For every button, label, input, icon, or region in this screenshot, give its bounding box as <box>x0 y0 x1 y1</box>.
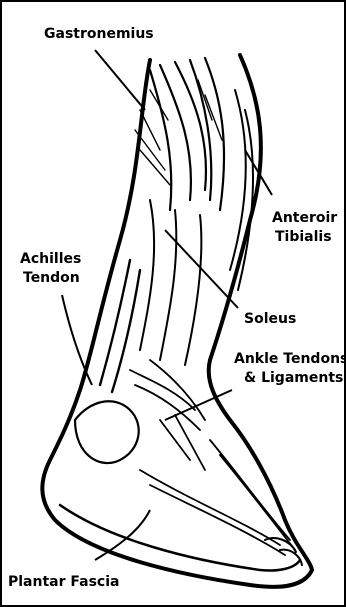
gastrocnemius-muscle <box>150 58 224 210</box>
leader-plantar <box>95 510 150 560</box>
label-ankle-line1: Ankle Tendons <box>234 351 346 367</box>
label-achilles-line1: Achilles <box>20 251 81 267</box>
label-plantar-fascia: Plantar Fascia <box>8 574 119 590</box>
label-achilles-line2: Tendon <box>23 270 80 286</box>
leader-lines <box>62 50 272 560</box>
ankle-ligaments <box>130 360 205 470</box>
label-soleus: Soleus <box>244 311 296 327</box>
leader-gastrocnemius <box>95 50 145 110</box>
label-ankle-line2: & Ligaments <box>244 370 343 386</box>
label-anterior-tibialis-line2: Tibialis <box>275 229 332 245</box>
heel-bone <box>75 401 139 463</box>
sole-line <box>60 505 300 571</box>
label-gastrocnemius: Gastronemius <box>44 26 154 42</box>
soleus-muscle <box>140 200 201 365</box>
label-anterior-tibialis-line1: Anteroir <box>272 210 337 226</box>
